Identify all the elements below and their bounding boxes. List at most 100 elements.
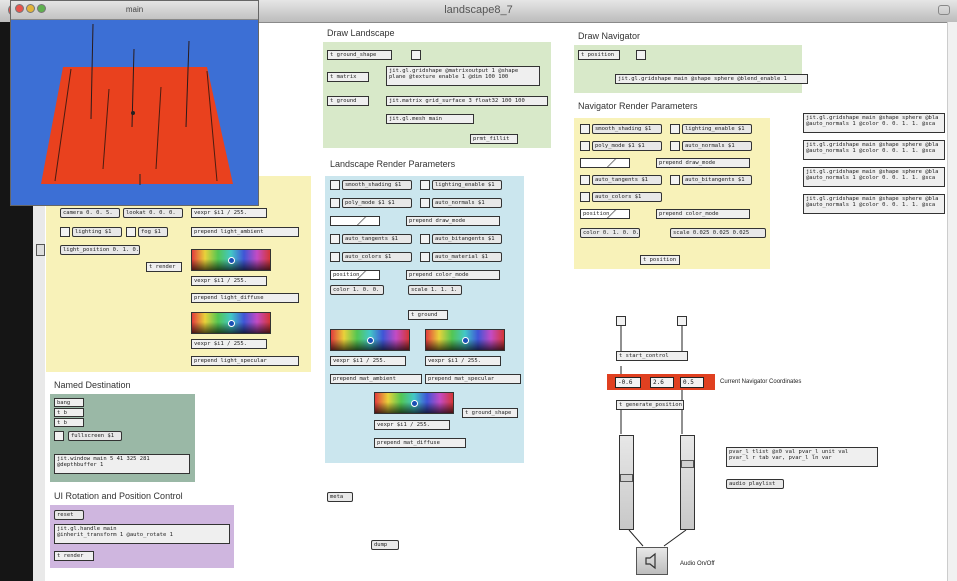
navigator-toggle-b-0[interactable] <box>670 124 680 134</box>
meta-message[interactable]: meta <box>327 492 353 502</box>
light-position-message[interactable]: light_position 0. 1. 0. <box>60 245 140 255</box>
render-zoom-button[interactable] <box>37 4 46 13</box>
navigator-dial-5[interactable]: position <box>580 209 630 219</box>
landscape-toggle-3[interactable] <box>330 234 340 244</box>
vexpr-light-2[interactable]: vexpr $i1 / 255. <box>191 276 267 286</box>
navigator-message-b-0[interactable]: lighting_enable $1 <box>682 124 752 134</box>
navigator-color-message[interactable]: color 0. 1. 0. 0.5 <box>580 228 640 238</box>
ground-trigger[interactable]: t ground <box>327 96 369 106</box>
position-trigger[interactable]: t position <box>578 50 620 60</box>
landscape-message-b-3[interactable]: auto_bitangents $1 <box>432 234 502 244</box>
render-window[interactable]: main <box>10 0 259 206</box>
trigger-b-2[interactable]: t b <box>54 418 84 427</box>
vexpr-light-3[interactable]: vexpr $i1 / 255. <box>191 339 267 349</box>
navigator-prepend-5[interactable]: prepend color_mode <box>656 209 750 219</box>
ground-shape-trigger[interactable]: t ground_shape <box>327 50 392 60</box>
navigator-message-0[interactable]: smooth_shading $1 <box>592 124 662 134</box>
landscape-toggle-1[interactable] <box>330 198 340 208</box>
matrix-trigger[interactable]: t matrix <box>327 72 369 82</box>
gridshape-sphere-object[interactable]: jit.gl.gridshape main @shape sphere @bla… <box>803 140 945 160</box>
gl-mesh[interactable]: jit.gl.mesh main <box>386 114 474 124</box>
x-bang-button[interactable] <box>616 316 626 326</box>
prepend-light-specular[interactable]: prepend light_specular <box>191 356 299 366</box>
landscape-toggle-b-1[interactable] <box>420 198 430 208</box>
vexpr-mat-2[interactable]: vexpr $i1 / 255. <box>425 356 501 366</box>
landscape-prepend-5[interactable]: prepend color_mode <box>406 270 500 280</box>
x-coordinate-box[interactable]: -0.6 <box>615 377 641 388</box>
vertical-scrollbar[interactable] <box>947 22 957 581</box>
lookat-message[interactable]: lookat 0. 0. 0. <box>123 208 183 218</box>
fullscreen-toggle[interactable] <box>54 431 64 441</box>
landscape-toggle-b-0[interactable] <box>420 180 430 190</box>
vexpr-mat-1[interactable]: vexpr $i1 / 255. <box>330 356 406 366</box>
audio-toggle-button[interactable] <box>636 547 668 575</box>
trigger-b-1[interactable]: t b <box>54 408 84 417</box>
x-slider[interactable] <box>619 435 634 530</box>
landscape-message-b-4[interactable]: auto_material $1 <box>432 252 502 262</box>
navigator-toggle-0[interactable] <box>580 124 590 134</box>
landscape-dial-2[interactable] <box>330 216 380 226</box>
landscape-message-1[interactable]: poly_mode $1 $1 <box>342 198 412 208</box>
generate-position-trigger[interactable]: t generate_position <box>616 400 684 410</box>
bang-button[interactable] <box>411 50 421 60</box>
mat-color-picker-3[interactable] <box>374 392 454 414</box>
z-coordinate-box[interactable]: 0.5 <box>680 377 704 388</box>
audio-playlist-message[interactable]: audio playlist <box>726 479 784 489</box>
dump-message[interactable]: dump <box>371 540 399 550</box>
render-minimize-button[interactable] <box>26 4 35 13</box>
lighting-toggle[interactable] <box>60 227 70 237</box>
ground-shape-trigger-2[interactable]: t ground_shape <box>462 408 518 418</box>
mat-color-picker-1[interactable] <box>330 329 410 351</box>
navigator-message-4[interactable]: auto_colors $1 <box>592 192 662 202</box>
fog-toggle[interactable] <box>126 227 136 237</box>
navigator-toggle-4[interactable] <box>580 192 590 202</box>
toolbar-toggle-button[interactable] <box>938 5 950 15</box>
navigator-prepend-2[interactable]: prepend draw_mode <box>656 158 750 168</box>
landscape-message-b-1[interactable]: auto_normals $1 <box>432 198 502 208</box>
render-close-button[interactable] <box>15 4 24 13</box>
landscape-message-3[interactable]: auto_tangents $1 <box>342 234 412 244</box>
navigator-toggle-b-3[interactable] <box>670 175 680 185</box>
navigator-message-1[interactable]: poly_mode $1 $1 <box>592 141 662 151</box>
prepend-mat-specular[interactable]: prepend mat_specular <box>425 374 521 384</box>
landscape-prepend-2[interactable]: prepend draw_mode <box>406 216 500 226</box>
render-trigger-2[interactable]: t render <box>54 551 94 561</box>
landscape-dial-5[interactable]: position <box>330 270 380 280</box>
vexpr-mat-3[interactable]: vexpr $i1 / 255. <box>374 420 450 430</box>
reset-message[interactable]: reset <box>54 510 84 520</box>
prepend-light-ambient[interactable]: prepend light_ambient <box>191 227 299 237</box>
gridshape-navigator[interactable]: jit.gl.gridshape main @shape sphere @ble… <box>615 74 808 84</box>
navigator-message-b-3[interactable]: auto_bitangents $1 <box>682 175 752 185</box>
y-bang-button[interactable] <box>677 316 687 326</box>
landscape-toggle-0[interactable] <box>330 180 340 190</box>
navigator-toggle-b-1[interactable] <box>670 141 680 151</box>
navigator-message-b-1[interactable]: auto_normals $1 <box>682 141 752 151</box>
y-slider[interactable] <box>680 435 695 530</box>
light-color-picker-2[interactable] <box>191 249 271 271</box>
position-trigger-2[interactable]: t position <box>640 255 680 265</box>
lighting-message[interactable]: lighting $1 <box>72 227 122 237</box>
landscape-toggle-b-4[interactable] <box>420 252 430 262</box>
mat-color-picker-2[interactable] <box>425 329 505 351</box>
gridshape-sphere-object[interactable]: jit.gl.gridshape main @shape sphere @bla… <box>803 194 945 214</box>
landscape-message-b-0[interactable]: lighting_enable $1 <box>432 180 502 190</box>
landscape-toggle-b-3[interactable] <box>420 234 430 244</box>
gridshape-sphere-object[interactable]: jit.gl.gridshape main @shape sphere @bla… <box>803 113 945 133</box>
navigator-dial-2[interactable] <box>580 158 630 168</box>
prmt-fillit[interactable]: prmt_fillit <box>470 134 518 144</box>
light-color-picker-3[interactable] <box>191 312 271 334</box>
landscape-color-message[interactable]: color 1. 0. 0. 0.5 <box>330 285 384 295</box>
inlet-box[interactable] <box>36 244 45 256</box>
prepend-mat-diffuse[interactable]: prepend mat_diffuse <box>374 438 466 448</box>
y-slider-thumb[interactable] <box>681 460 694 468</box>
prepend-mat-ambient[interactable]: prepend mat_ambient <box>330 374 422 384</box>
jit-window[interactable]: jit.window main 5 41 325 281@depthbuffer… <box>54 454 190 474</box>
gridshape-sphere-object[interactable]: jit.gl.gridshape main @shape sphere @bla… <box>803 167 945 187</box>
landscape-message-4[interactable]: auto_colors $1 <box>342 252 412 262</box>
render-trigger[interactable]: t render <box>146 262 182 272</box>
prepend-light-diffuse[interactable]: prepend light_diffuse <box>191 293 299 303</box>
grid-surface-matrix[interactable]: jit.matrix grid_surface 3 float32 100 10… <box>386 96 548 106</box>
landscape-toggle-4[interactable] <box>330 252 340 262</box>
